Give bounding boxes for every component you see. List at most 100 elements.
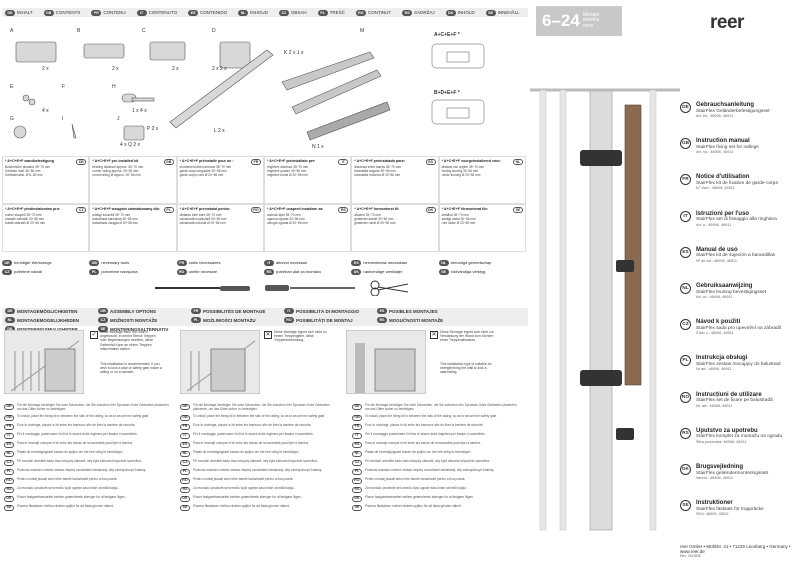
flag-se: SE <box>513 207 523 213</box>
flag-nl: NL <box>4 450 14 457</box>
text-row-content: Para el montaje coloque el kit entre las… <box>17 440 134 445</box>
flag-dk: DK <box>352 495 362 502</box>
lang-article: SKU: 46906, 46911 <box>696 512 729 517</box>
text-row-content: Pentru montaj plasați setul între barele… <box>193 476 294 481</box>
text-row-content: Plaats de bevestigingsset tussen de spij… <box>193 449 300 454</box>
flag-cz: CZ <box>98 317 108 323</box>
set-title: * A+C+E+F wstępnie zainstalowany dla: <box>92 207 160 211</box>
flag-rs: RS <box>4 486 14 493</box>
flag-dk: DK <box>445 9 456 16</box>
flag-se: SE <box>180 504 190 511</box>
set-line: balustradă unghiulară 30~56 mm <box>179 217 227 222</box>
text-row-content: Za montažu postavite set između šipki og… <box>365 485 467 490</box>
set-header: * A+C+E+F wstępnie zainstalowany dla:PL <box>92 207 174 213</box>
set-title: * A+C+E+F unapred instaliran za: <box>267 207 324 211</box>
svg-text:F: F <box>62 84 65 90</box>
age-unit-en: months <box>582 17 600 24</box>
set-title: * A+C+E+F förmonterat för: <box>441 207 489 211</box>
flag-fr: FR <box>180 423 190 430</box>
text-row-content: To install, place the fixing kit in betw… <box>17 413 150 418</box>
set-title: * A+C+E+F préinstallé pour un : <box>179 159 234 163</box>
contents-label: SADRŽAJ <box>414 10 435 15</box>
flag-de: DE <box>180 404 190 410</box>
set-line: ringhiere distanza 35~70 mm <box>267 165 309 169</box>
tool-label: necessary tools <box>101 260 130 265</box>
text-row-content: Plaats de bevestigingsset tussen de spij… <box>365 449 472 454</box>
text-row-content: Při montáži umístěte sadu mezi sloupky z… <box>17 458 142 463</box>
flag-se: SE <box>352 504 362 511</box>
text-row-content: Für die Montage benötigen Sie zwei Schra… <box>17 403 170 411</box>
lang-title: Instruction manual <box>696 138 750 145</box>
lang-title: Instrukcja obsługi <box>696 355 748 362</box>
set-combo-1: A+C+E+F * <box>434 32 460 38</box>
flag-de: DE <box>352 404 362 410</box>
lang-subtitle: StairFlex leuning bevestigingsset <box>696 289 767 295</box>
flag-pl: PL <box>352 468 362 475</box>
age-range: 6–24 <box>542 11 580 30</box>
flag-cz: CZ <box>4 459 14 466</box>
flag-pl: PL <box>180 468 190 475</box>
flag-ro: RO <box>284 317 294 323</box>
lang-article: N° d'art.: 46906, 46911 <box>696 186 735 191</box>
lang-subtitle: StairFlex gelændermonteringssæt <box>696 470 769 476</box>
lang-article: Nr art.: 46906, 46911 <box>696 367 732 372</box>
flag-nl: NL <box>5 317 15 323</box>
part-h-qty: 1 x 4 x <box>132 108 147 114</box>
flag-fr: FR <box>251 159 261 165</box>
flag-ro: RO <box>4 477 14 484</box>
set-line: gelænder rundt Ø 20~56 mm <box>354 221 396 226</box>
set-line: garde-corps rond Ø 20~56 mm <box>179 173 224 178</box>
flag-it: IT <box>284 308 294 314</box>
set-header: * A+C+E+F préinstallé pour un : FR <box>180 159 261 165</box>
tool-label: nødvendige værktøjer <box>363 269 403 274</box>
svg-text:D: D <box>212 28 216 34</box>
set-title: * A+C+E+F předinstalováno pro: <box>5 207 61 211</box>
contents-label: CONTENU <box>103 10 126 15</box>
set-line: balustrada kanciasta 30~56 mm <box>92 217 138 222</box>
set-line: Gelände maß 30~56 mm <box>5 169 41 174</box>
text-row-content: Placer fastgørelsessættet mellem gelænde… <box>193 494 302 499</box>
flag-rs: RS <box>352 486 362 493</box>
text-row-content: Podczas montażu umieść zestaw między szc… <box>193 467 323 472</box>
flag-it: IT <box>352 432 362 439</box>
set-title: * A+C+E+F preinstalado para: <box>354 159 405 163</box>
flag-nl: NL <box>438 259 449 266</box>
option-label: POSSIBILITÉS DE MONTAGE <box>203 308 266 314</box>
flag-es: ES <box>188 9 199 16</box>
flag-cz: CZ <box>76 207 87 213</box>
set-line: bearing distance approx. 35~70 mm <box>92 165 144 169</box>
note-no-wall-de: Diese Montage eignet sich nicht zur Vers… <box>440 330 494 343</box>
set-line: kantigt räcke 30~56 mm <box>441 217 476 222</box>
lang-subtitle: StairFlex kit de fixation de garde-corps <box>696 180 778 186</box>
set-line: balustrada okrągła Ø 20~56 mm <box>92 221 138 226</box>
flag-rs: RS <box>377 317 387 323</box>
flag-ro: RO <box>355 9 366 16</box>
